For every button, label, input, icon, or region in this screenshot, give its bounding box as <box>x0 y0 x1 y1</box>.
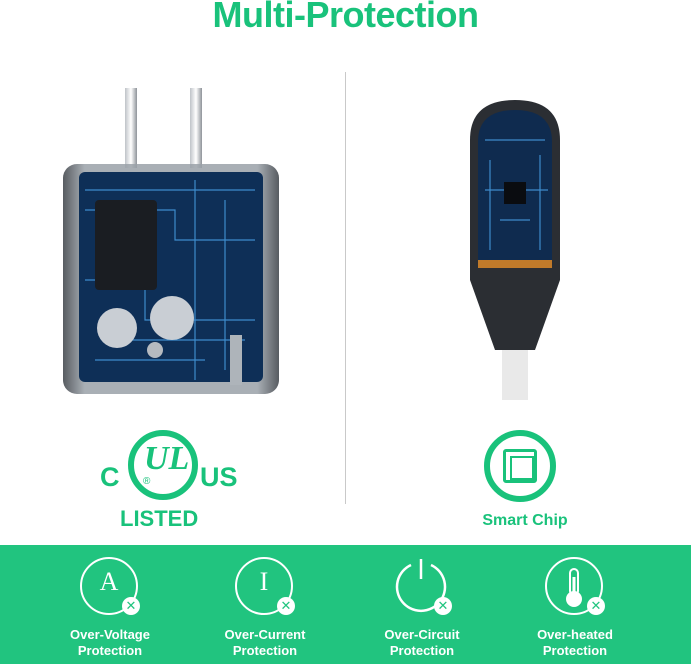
x-badge-icon: ✕ <box>122 597 140 615</box>
ul-c-text: C <box>100 462 120 492</box>
chip-icon-circle <box>484 430 556 502</box>
power-icon <box>395 559 447 613</box>
ul-logo-text: UL <box>144 440 190 477</box>
chip-icon <box>503 449 537 483</box>
ul-us-text: US <box>200 462 238 492</box>
registered-mark: ® <box>143 476 151 487</box>
ul-listed-text: LISTED <box>120 506 199 531</box>
center-divider <box>345 72 346 504</box>
ul-listed-badge: C UL ® US LISTED <box>100 428 240 538</box>
voltage-icon <box>80 557 138 615</box>
page-title: Multi-Protection <box>212 0 479 35</box>
ul-logo-circle <box>128 430 198 500</box>
smart-chip-label: Smart Chip <box>482 512 568 529</box>
thermometer-icon-ring <box>545 557 603 615</box>
wall-charger-image <box>63 88 279 394</box>
thermometer-icon <box>566 568 582 607</box>
smart-chip-badge: Smart Chip <box>470 430 580 540</box>
voltage-icon-glyph: A <box>99 567 119 596</box>
x-badge-icon: ✕ <box>434 597 452 615</box>
current-icon <box>235 557 293 615</box>
x-badge-icon: ✕ <box>587 597 605 615</box>
x-badge-icon: ✕ <box>277 597 295 615</box>
current-icon-glyph: I <box>259 567 269 596</box>
cable-connector-image <box>470 100 560 400</box>
